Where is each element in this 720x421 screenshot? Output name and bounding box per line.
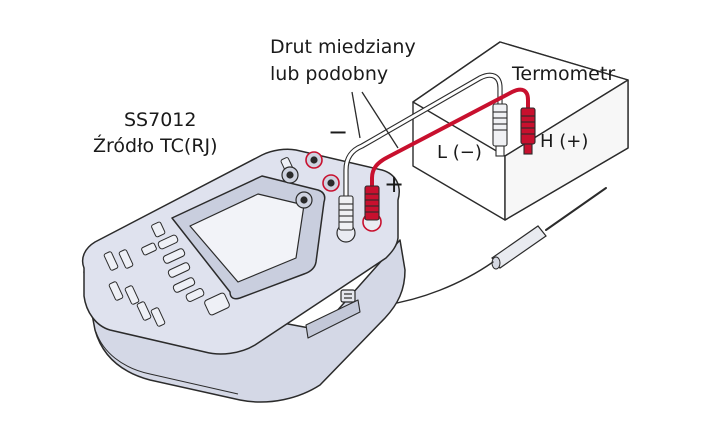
positive-plug-thermometer xyxy=(520,107,536,155)
device-terminals xyxy=(281,151,382,243)
device-desc-label: Źródło TC(RJ) xyxy=(93,134,218,157)
positive-wire xyxy=(370,87,530,197)
wire-label-line1: Drut miedziany xyxy=(270,36,416,58)
thermometer-label: Termometr xyxy=(511,63,615,85)
low-terminal-label: L (−) xyxy=(437,142,482,163)
plus-sign-label: + xyxy=(384,170,404,198)
device-screen xyxy=(189,193,305,283)
high-terminal-label: H (+) xyxy=(540,131,588,152)
device-buttons xyxy=(103,157,294,327)
minus-sign-label: − xyxy=(328,118,348,146)
calibrator-device xyxy=(81,148,406,403)
tc-connector xyxy=(340,289,356,303)
negative-plug-device xyxy=(338,195,354,231)
positive-plug-device xyxy=(364,185,380,221)
wire-label-line2: lub podobny xyxy=(270,63,388,85)
device-model-label: SS7012 xyxy=(124,109,196,131)
negative-plug-thermometer xyxy=(492,103,508,157)
wire-label-pointers xyxy=(351,91,399,149)
